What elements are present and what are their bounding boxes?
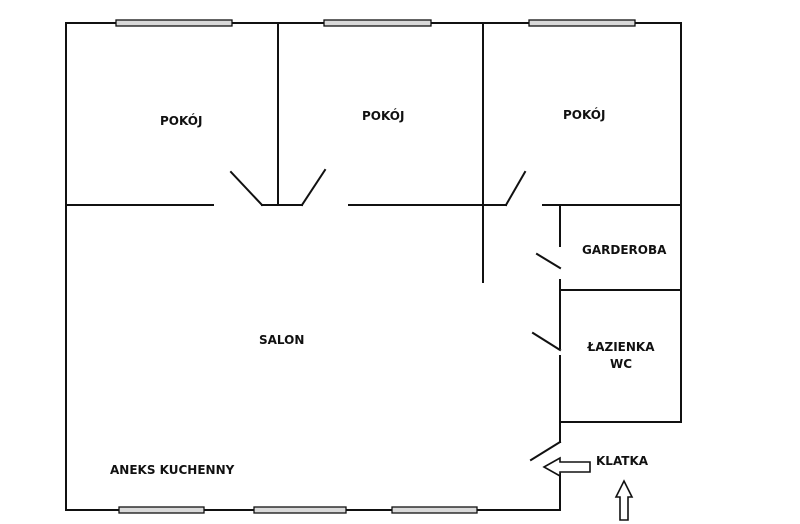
window-bottom-2 bbox=[253, 506, 347, 514]
room-label-garderoba: GARDEROBA bbox=[582, 243, 667, 257]
walls bbox=[65, 22, 682, 511]
room-label-aneks-kuchenny: ANEKS KUCHENNY bbox=[110, 463, 235, 477]
room-label-pokoj-3: POKÓJ bbox=[563, 108, 606, 122]
window-top-2 bbox=[323, 19, 432, 27]
room-label-klatka: KLATKA bbox=[596, 454, 649, 468]
door-wardrobe bbox=[535, 252, 562, 270]
windows bbox=[115, 19, 636, 514]
arrows bbox=[542, 456, 634, 521]
door-entrance bbox=[529, 440, 562, 462]
entrance-arrow-left bbox=[542, 456, 591, 478]
room-label-salon: SALON bbox=[259, 333, 305, 347]
window-top-1 bbox=[115, 19, 233, 27]
room-label-pokoj-2: POKÓJ bbox=[362, 109, 405, 123]
window-bottom-1 bbox=[118, 506, 205, 514]
window-top-3 bbox=[528, 19, 636, 27]
room-label-lazienka: ŁAZIENKA bbox=[587, 340, 655, 354]
door-room2 bbox=[300, 168, 327, 207]
entrance-arrow-up bbox=[614, 479, 634, 521]
window-bottom-3 bbox=[391, 506, 478, 514]
door-bathroom bbox=[531, 331, 562, 352]
door-room1 bbox=[229, 170, 264, 207]
door-room3 bbox=[504, 170, 527, 207]
room-label-pokoj-1: POKÓJ bbox=[160, 114, 203, 128]
room-label-wc: WC bbox=[609, 357, 633, 371]
